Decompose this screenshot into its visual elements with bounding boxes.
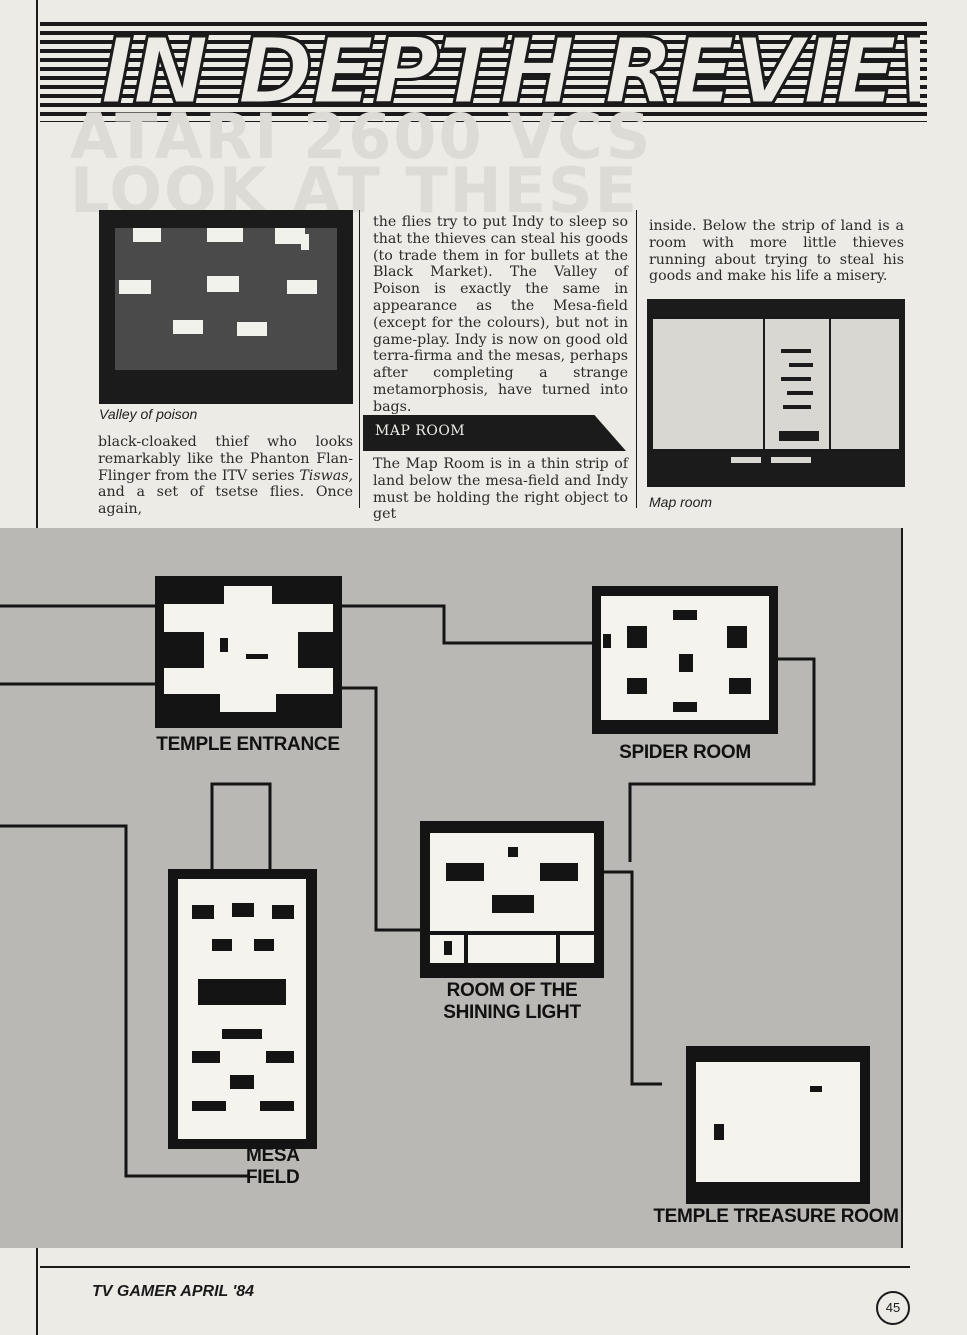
map-room-caption: Map room xyxy=(649,494,713,510)
temple-entrance-room xyxy=(155,576,342,728)
valley-of-poison-screenshot xyxy=(99,210,353,404)
indy-sprite xyxy=(714,1124,724,1140)
header-stripes xyxy=(40,22,927,122)
header-title: IN DEPTH REVIEW xyxy=(100,22,920,122)
map-connector-lines xyxy=(0,604,816,1178)
show-through-text: ATARI 2600 VCS LOOK AT THESE PRICES! xyxy=(70,110,930,220)
mesa-field-label: MESA FIELD xyxy=(246,1145,300,1188)
shining-light-label: ROOM OF THE SHINING LIGHT xyxy=(443,980,581,1023)
temple-map-diagram: TEMPLE ENTRANCE SPIDER ROOM ROOM OF THE xyxy=(0,528,903,1248)
column-divider xyxy=(636,210,637,508)
spider-room xyxy=(592,586,778,734)
publication-footer: TV GAMER APRIL '84 xyxy=(92,1283,255,1300)
temple-treasure-room xyxy=(686,1046,870,1204)
column-divider xyxy=(359,210,360,508)
article-column-3: inside. Below the strip of land is a roo… xyxy=(649,218,904,285)
page-number: 45 xyxy=(876,1291,910,1325)
article-column-1: black-cloaked thief who looks remarkably… xyxy=(98,434,353,518)
ghost-line-1: ATARI 2600 VCS xyxy=(70,110,653,173)
section-heading-banner: MAP ROOM xyxy=(363,415,626,451)
room-of-shining-light xyxy=(420,821,604,978)
valley-screen xyxy=(115,228,337,370)
article-column-2: the flies try to put Indy to sleep so th… xyxy=(373,214,628,415)
mesa-field-room xyxy=(168,869,317,1149)
indy-sprite xyxy=(444,941,452,955)
indy-sprite xyxy=(603,634,611,648)
spider-room-label: SPIDER ROOM xyxy=(619,742,751,763)
section-heading: MAP ROOM xyxy=(375,423,466,439)
ghost-line-2: LOOK AT THESE PRICES! xyxy=(70,154,639,221)
map-room-screenshot xyxy=(647,299,905,487)
temple-entrance-label: TEMPLE ENTRANCE xyxy=(156,734,340,755)
section-header: IN DEPTH REVIEW xyxy=(40,22,927,122)
article-column-2-continued: The Map Room is in a thin strip of land … xyxy=(373,456,628,523)
valley-caption: Valley of poison xyxy=(99,406,198,422)
indy-sprite xyxy=(301,234,309,250)
indy-sprite xyxy=(220,638,228,652)
footer-rule xyxy=(40,1266,910,1268)
map-room-screen xyxy=(653,319,899,449)
treasure-room-label: TEMPLE TREASURE ROOM xyxy=(653,1206,899,1227)
